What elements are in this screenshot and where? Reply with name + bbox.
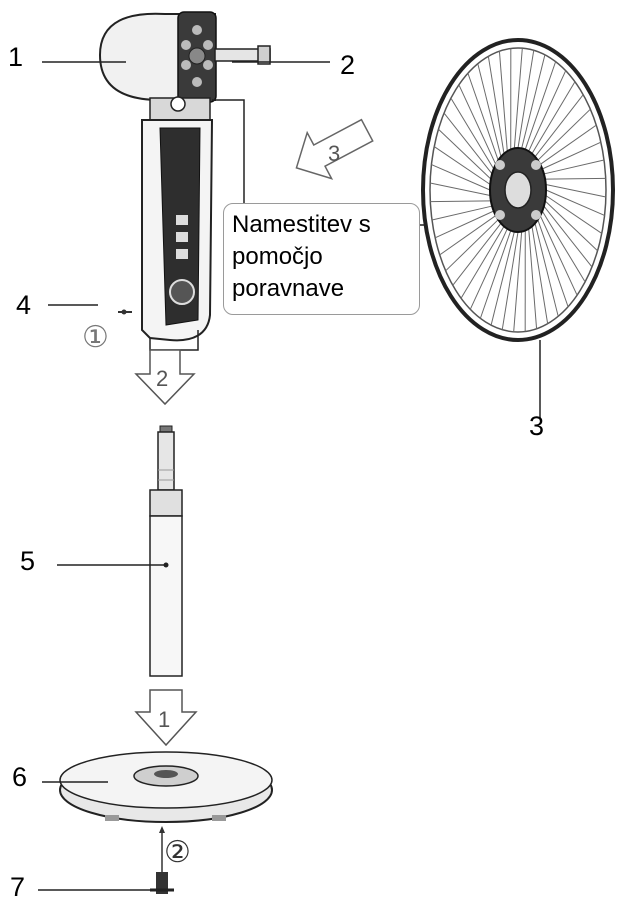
step-2-circle: ②	[164, 838, 191, 868]
fan-body	[142, 97, 212, 350]
pole	[150, 426, 182, 676]
base	[60, 752, 272, 822]
step-1-circle: ①	[82, 323, 109, 353]
alignment-leader-vertical	[212, 100, 244, 210]
arrow-step-3-label: 3	[328, 141, 340, 166]
callout-line-1: Namestitev s	[232, 209, 411, 241]
part-number-5: 5	[20, 548, 35, 575]
callout-line-2: pomočjo	[232, 241, 411, 273]
part-number-1: 1	[8, 44, 23, 71]
arrow-step-1-label: 1	[158, 707, 170, 732]
part-number-3: 3	[529, 413, 544, 440]
motor-head	[100, 12, 216, 102]
part-number-4: 4	[16, 292, 31, 319]
part-number-6: 6	[12, 764, 27, 791]
part-number-7: 7	[10, 874, 25, 901]
fan-guard	[423, 40, 613, 340]
lock-knob	[118, 310, 132, 315]
part-number-2: 2	[340, 52, 355, 79]
callout-line-3: poravnave	[232, 273, 411, 305]
arrow-step-2-label: 2	[156, 366, 168, 391]
alignment-callout: Namestitev s pomočjo poravnave	[223, 203, 420, 315]
